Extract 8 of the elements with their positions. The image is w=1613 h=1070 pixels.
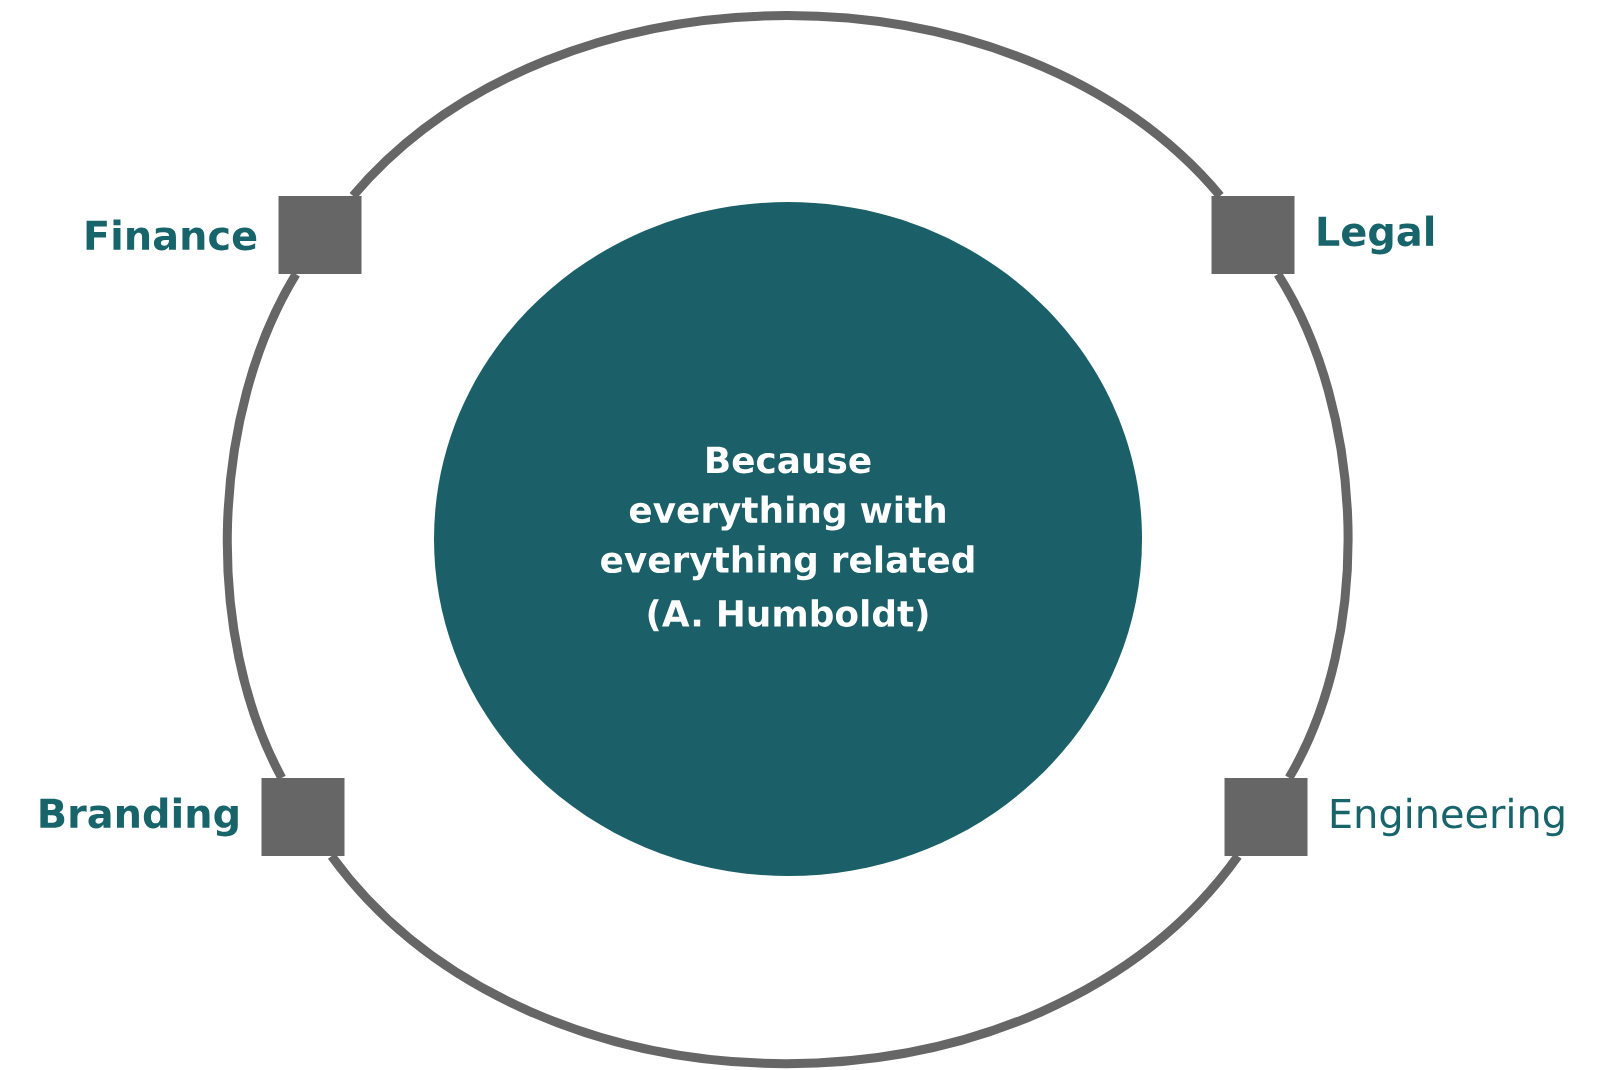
ring-arc	[223, 272, 300, 780]
ring-arc	[328, 853, 1242, 1068]
side-label: Engineering	[1331, 797, 1564, 837]
side-label: Legal	[1318, 215, 1434, 255]
side-label: Finance	[86, 219, 257, 251]
side-label: Branding	[40, 797, 238, 837]
ring-arc	[1273, 272, 1353, 780]
ring-arc	[349, 11, 1224, 199]
